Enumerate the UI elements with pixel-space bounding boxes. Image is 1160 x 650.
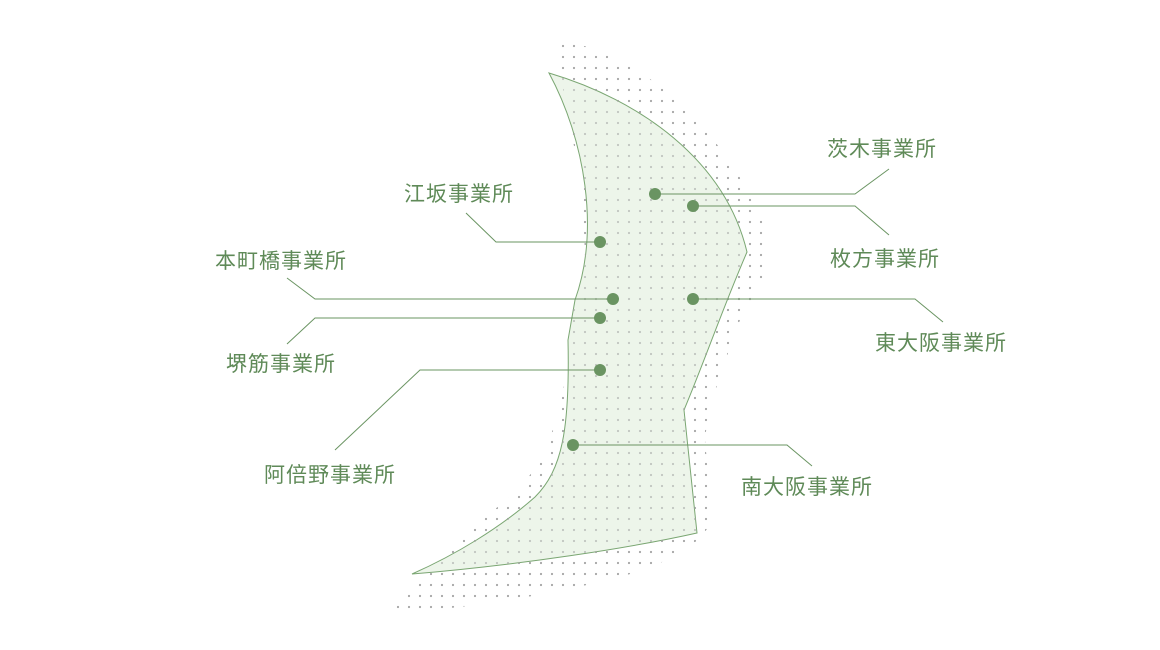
office-label-esaka[interactable]: 江坂事業所 [404,182,514,206]
office-markers [567,188,699,451]
leader-lines [286,168,944,467]
leader-line-honmachibashi [286,277,613,300]
office-marker-minamiosaka[interactable] [567,439,579,451]
office-marker-higashiosaka[interactable] [687,293,699,305]
office-marker-esaka[interactable] [594,236,606,248]
leader-line-esaka [465,212,600,243]
office-label-honmachibashi[interactable]: 本町橋事業所 [215,249,347,273]
office-label-ibaraki[interactable]: 茨木事業所 [827,137,937,161]
office-label-minamiosaka[interactable]: 南大阪事業所 [741,475,873,499]
office-marker-sakaisuji[interactable] [594,312,606,324]
leader-line-abeno [334,369,600,451]
leader-line-higashiosaka [693,298,944,323]
dot-texture-overlay [392,38,769,612]
office-marker-ibaraki[interactable] [649,188,661,200]
office-label-abeno[interactable]: 阿倍野事業所 [264,463,396,487]
leader-line-ibaraki [655,168,890,195]
office-marker-honmachibashi[interactable] [607,293,619,305]
office-label-sakaisuji[interactable]: 堺筋事業所 [226,352,336,376]
office-label-hirakata[interactable]: 枚方事業所 [830,247,940,271]
office-marker-abeno[interactable] [594,364,606,376]
leader-line-hirakata [693,205,890,236]
office-marker-hirakata[interactable] [687,200,699,212]
leader-line-minamiosaka [573,444,813,467]
leader-line-sakaisuji [286,317,600,345]
office-label-higashiosaka[interactable]: 東大阪事業所 [875,331,1007,355]
